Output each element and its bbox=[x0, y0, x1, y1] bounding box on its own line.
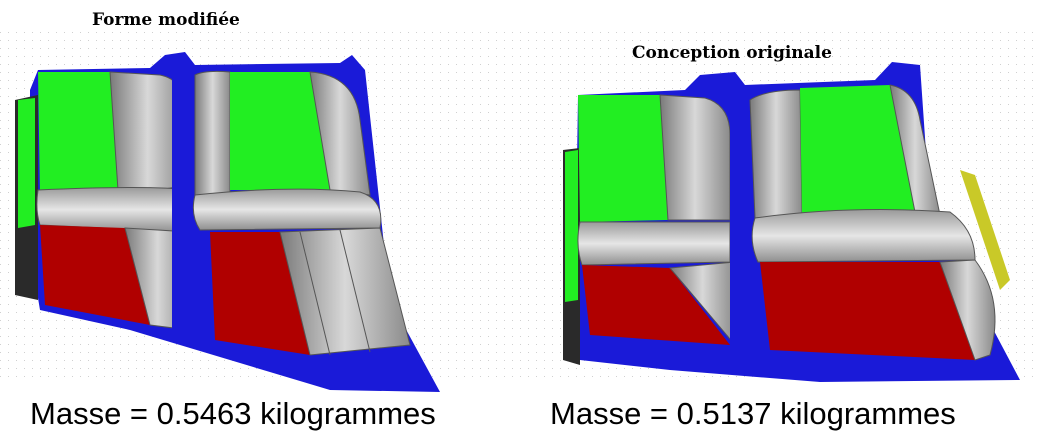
left-pocket-top-face bbox=[578, 95, 668, 222]
right-pocket-top-face bbox=[800, 85, 915, 215]
left-pocket-top-face bbox=[38, 72, 118, 195]
right-pocket-top-face bbox=[230, 72, 330, 190]
model-original-design bbox=[563, 62, 1020, 382]
panel-modified-shape: Forme modifiée Masse = 0.5463 kilogramme… bbox=[15, 10, 440, 431]
panel-original-design: Conception originale Masse = 0.5137 kilo… bbox=[520, 0, 1039, 441]
model-modified-shape bbox=[15, 52, 440, 392]
left-pocket-bottom-face bbox=[40, 225, 150, 325]
caption-original-mass: Masse = 0.5137 kilogrammes bbox=[550, 396, 956, 431]
left-pocket-bottom-face bbox=[582, 265, 730, 345]
title-modified-shape: Forme modifiée bbox=[92, 10, 240, 30]
caption-modified-mass: Masse = 0.5463 kilogrammes bbox=[30, 396, 436, 431]
right-pocket-bottom-face bbox=[760, 262, 975, 360]
title-original-design: Conception originale bbox=[632, 43, 832, 63]
right-pocket-bottom-face bbox=[210, 232, 310, 355]
